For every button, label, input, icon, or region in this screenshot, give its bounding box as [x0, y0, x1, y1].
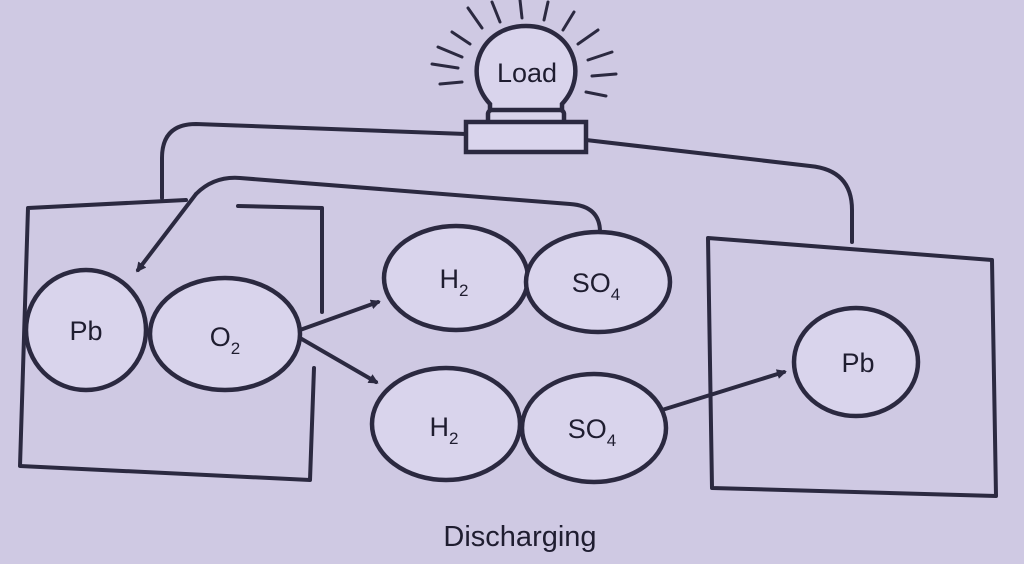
diagram-caption: Discharging	[443, 521, 596, 553]
lower-h2-molecule: H2	[369, 365, 523, 483]
lower-so4-label: SO4	[568, 414, 616, 450]
arrow-o2-to-h2-lower	[298, 336, 379, 384]
light-rays	[430, 0, 618, 98]
arrow-o2-to-h2-upper	[298, 299, 381, 332]
cell-left-container	[18, 198, 316, 482]
wire-right	[584, 138, 854, 244]
cell-right-container	[706, 236, 998, 498]
o2-label: O2	[210, 322, 240, 358]
upper-h2-label: H2	[440, 264, 469, 300]
upper-h2-molecule: H2	[381, 223, 531, 333]
bulb-socket	[463, 119, 589, 155]
right-pb-label: Pb	[841, 348, 874, 378]
load-bulb: Load	[430, 0, 618, 155]
lower-h2-label: H2	[430, 412, 459, 448]
arrow-to-pb	[136, 192, 198, 273]
left-pb-label: Pb	[69, 316, 102, 346]
right-pb-molecule: Pb	[791, 305, 921, 419]
left-pb-molecule: Pb	[23, 267, 149, 393]
o2-molecule: O2	[147, 275, 303, 393]
lower-so4-molecule: SO4	[519, 371, 669, 485]
wire-left	[160, 122, 468, 200]
upper-so4-molecule: SO4	[523, 229, 673, 335]
cell-left-divider	[236, 204, 324, 314]
bulb-glass	[474, 23, 578, 117]
load-label: Load	[497, 58, 557, 88]
upper-so4-label: SO4	[572, 268, 620, 304]
arrow-so4-to-pb	[660, 369, 787, 412]
sulfate-return-wire	[194, 175, 602, 234]
